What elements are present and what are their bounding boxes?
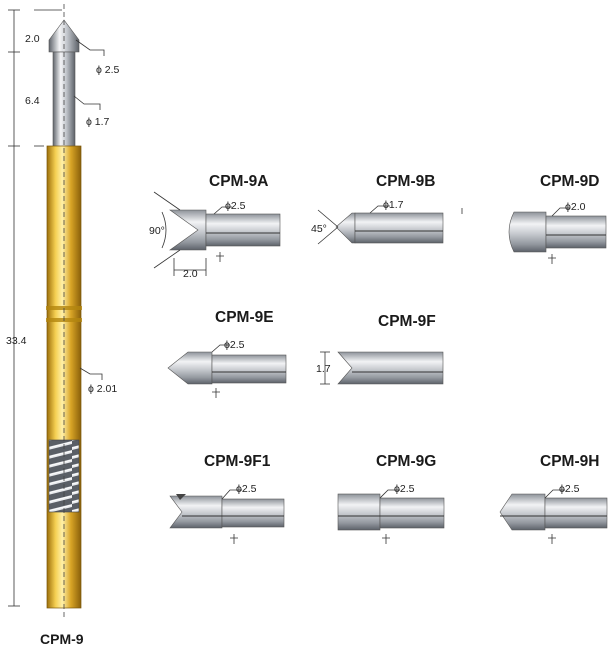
tip-cpm-9a-diameter: ϕ2.5: [225, 200, 246, 212]
tip-cpm-9d-diameter: ϕ2.0: [565, 201, 586, 213]
tip-cpm-9g-label: CPM-9G: [376, 453, 436, 470]
main-probe: 2.0 6.4 33.4 ϕ 2.5 ϕ 1.7 ϕ 2.01 CPM-9: [6, 4, 120, 647]
tip-cpm-9g: CPM-9G ϕ2.5: [337, 453, 445, 544]
tip-cpm-9b-label: CPM-9B: [376, 173, 435, 190]
tip-cpm-9a-angle: 90°: [149, 225, 165, 237]
tip-cpm-9h-diameter: ϕ2.5: [559, 483, 580, 495]
tip-cpm-9f1: CPM-9F1 ϕ2.5: [169, 453, 285, 544]
tip-cpm-9f1-diameter: ϕ2.5: [236, 483, 257, 495]
tip-cpm-9a-length: 2.0: [183, 268, 198, 280]
tip-cpm-9b: CPM-9B 45° ϕ1.7: [311, 173, 463, 245]
total-length-label: 33.4: [6, 335, 27, 347]
plunger-length-label: 6.4: [25, 95, 40, 107]
tip-diameter-label: ϕ 2.5: [96, 64, 120, 76]
tip-cpm-9d: CPM-9D ϕ2.0: [508, 173, 607, 264]
tip-cpm-9f-label: CPM-9F: [378, 313, 436, 330]
tip-cpm-9b-angle: 45°: [311, 223, 327, 235]
tip-length-label: 2.0: [25, 33, 40, 45]
tip-cpm-9f-length: 1.7: [316, 363, 331, 375]
tip-cpm-9h: CPM-9H ϕ2.5: [499, 453, 608, 544]
tip-cpm-9a-label: CPM-9A: [209, 173, 268, 190]
tip-cpm-9h-label: CPM-9H: [540, 453, 599, 470]
tip-cpm-9g-diameter: ϕ2.5: [394, 483, 415, 495]
plunger-diameter-label: ϕ 1.7: [86, 116, 110, 128]
tip-cpm-9d-label: CPM-9D: [540, 173, 599, 190]
tip-cpm-9e-diameter: ϕ2.5: [224, 339, 245, 351]
tip-cpm-9f: CPM-9F 1.7: [316, 313, 444, 385]
tip-cpm-9e: CPM-9E ϕ2.5: [167, 309, 287, 398]
barrel-diameter-label: ϕ 2.01: [88, 383, 117, 395]
tip-cpm-9a: CPM-9A 90° 2.0 ϕ2.5: [149, 173, 281, 280]
tip-cpm-9f1-label: CPM-9F1: [204, 453, 271, 470]
tip-cpm-9b-diameter: ϕ1.7: [383, 199, 404, 211]
tip-cpm-9e-label: CPM-9E: [215, 309, 274, 326]
main-probe-label: CPM-9: [40, 631, 84, 647]
